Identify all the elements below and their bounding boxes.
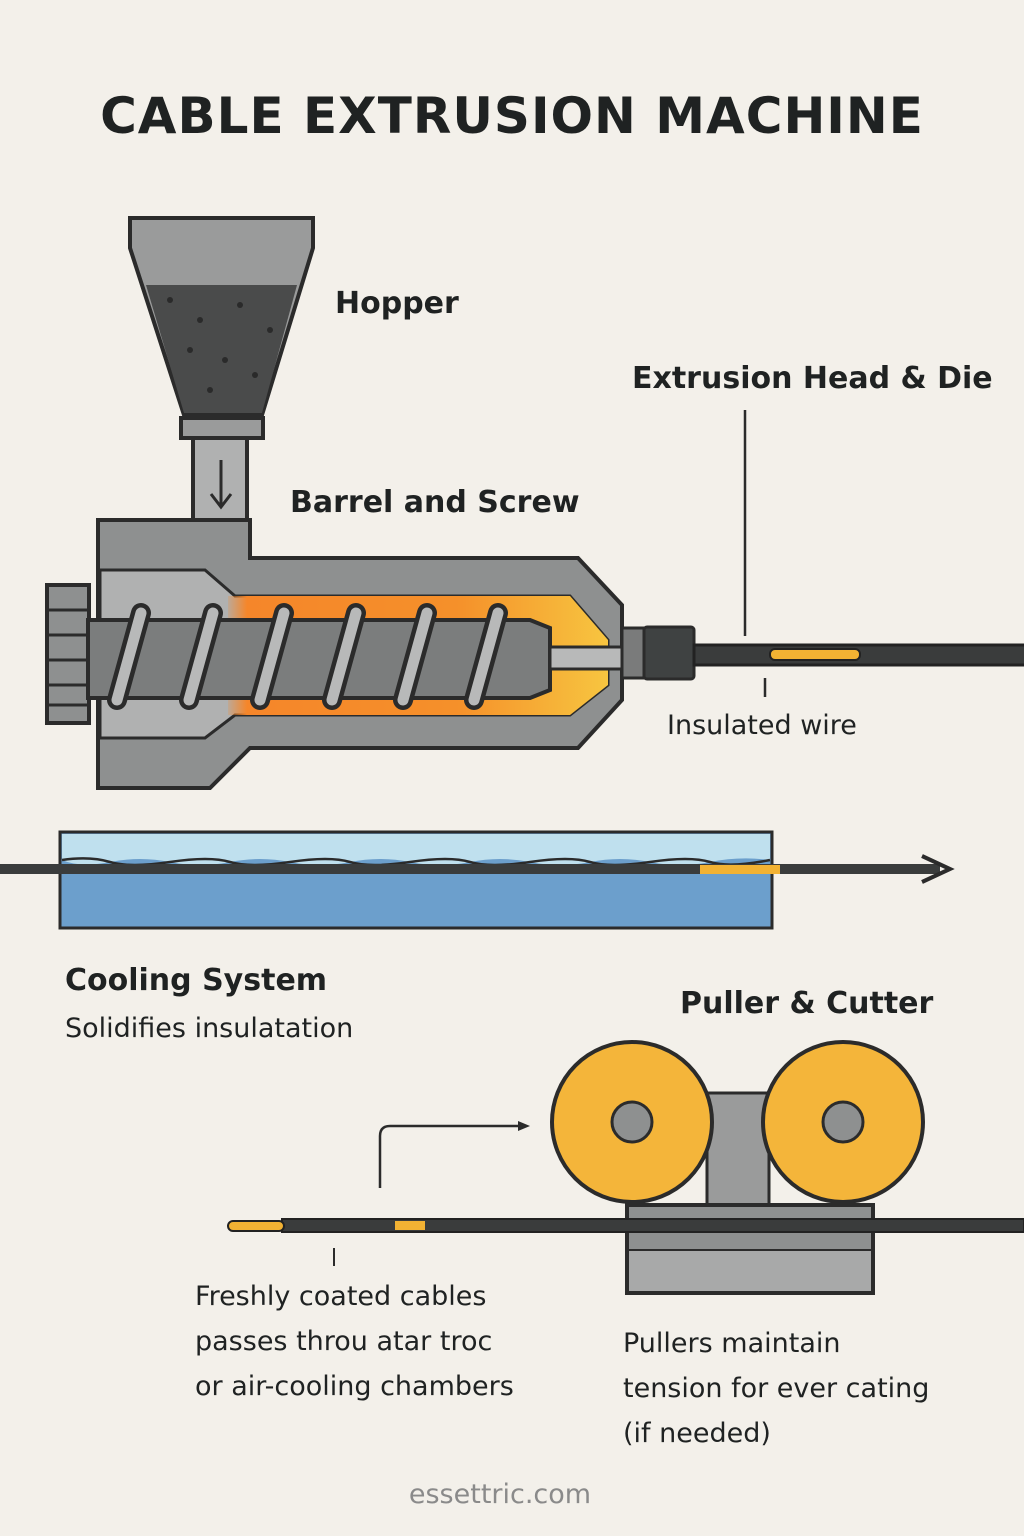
arrow-icon	[378, 1124, 522, 1188]
insulated-wire	[692, 410, 1024, 697]
barrel-and-screw	[45, 518, 696, 790]
hopper	[128, 216, 315, 524]
cooling-description: Solidifies insulatation	[65, 1013, 353, 1044]
pellets	[167, 297, 273, 393]
footer-watermark: essettric.com	[409, 1479, 591, 1510]
extrusion-head	[642, 625, 696, 681]
label-barrel: Barrel and Screw	[290, 485, 580, 520]
puller-cutter	[227, 1040, 1024, 1295]
pullers-note-line: tension for ever cating	[623, 1373, 929, 1404]
label-hopper: Hopper	[335, 286, 459, 321]
cables-note-line: Freshly coated cables	[195, 1281, 486, 1312]
label-puller-cutter: Puller & Cutter	[680, 986, 934, 1021]
label-insulated-wire: Insulated wire	[667, 710, 857, 741]
page-title: CABLE EXTRUSION MACHINE	[100, 87, 924, 145]
label-extrusion-head: Extrusion Head & Die	[632, 361, 993, 396]
pullers-note-line: (if needed)	[623, 1418, 771, 1449]
arrow-right-icon	[921, 854, 955, 884]
cables-note-line: passes throu atar troc	[195, 1326, 492, 1357]
knob	[45, 583, 91, 725]
pullers-note-line: Pullers maintain	[623, 1328, 841, 1359]
label-cooling-system: Cooling System	[65, 963, 327, 998]
die	[620, 626, 646, 680]
cables-note-line: or air-cooling chambers	[195, 1371, 514, 1402]
cooling-tank	[0, 830, 955, 930]
screw-flights	[107, 603, 508, 710]
arrow-down-icon	[209, 460, 233, 510]
